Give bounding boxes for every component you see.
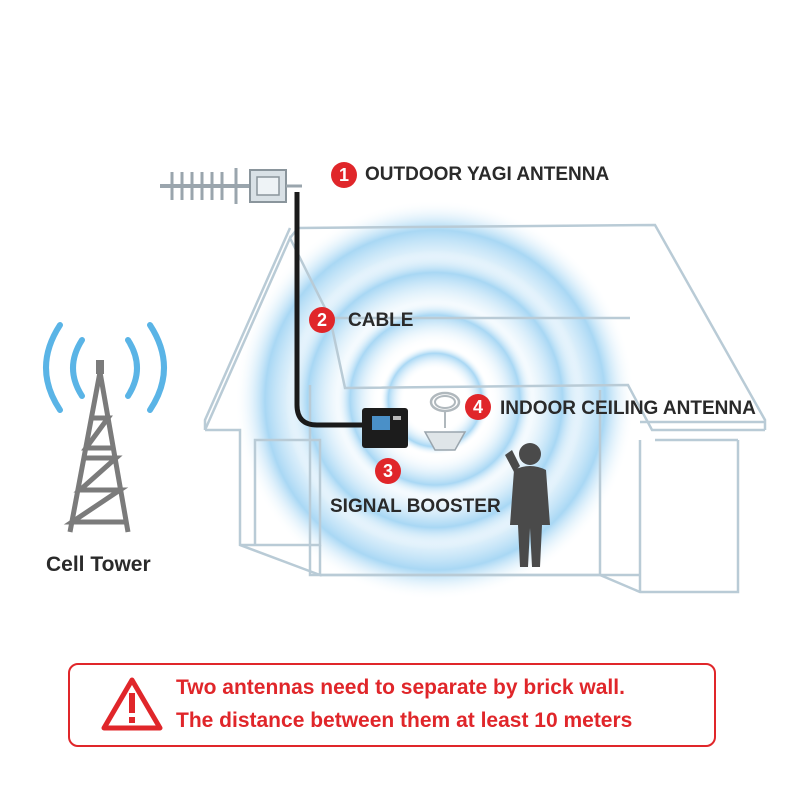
badge-signal-booster: 3 [375,458,401,484]
badge-indoor-ceiling-antenna: 4 [465,394,491,420]
badge-yagi: 1 [331,162,357,188]
label-cable: CABLE [348,310,414,331]
yagi-antenna-icon [160,168,302,204]
cable [294,192,362,428]
label-outdoor-yagi-antenna: OUTDOOR YAGI ANTENNA [365,164,610,185]
person-silhouette [505,443,550,567]
warning-box [68,663,716,747]
house [203,223,767,594]
ceiling-antenna-icon [423,391,467,451]
warning-line-2: The distance between them at least 10 me… [176,709,633,732]
signal-booster-icon [362,408,408,448]
cell-tower-icon [43,322,167,533]
label-indoor-ceiling-antenna: INDOOR CEILING ANTENNA [500,398,756,419]
warning-triangle-icon [101,677,163,731]
label-signal-booster: SIGNAL BOOSTER [330,496,501,517]
badge-cable: 2 [309,307,335,333]
label-cell-tower: Cell Tower [46,553,151,576]
warning-line-1: Two antennas need to separate by brick w… [176,676,625,699]
